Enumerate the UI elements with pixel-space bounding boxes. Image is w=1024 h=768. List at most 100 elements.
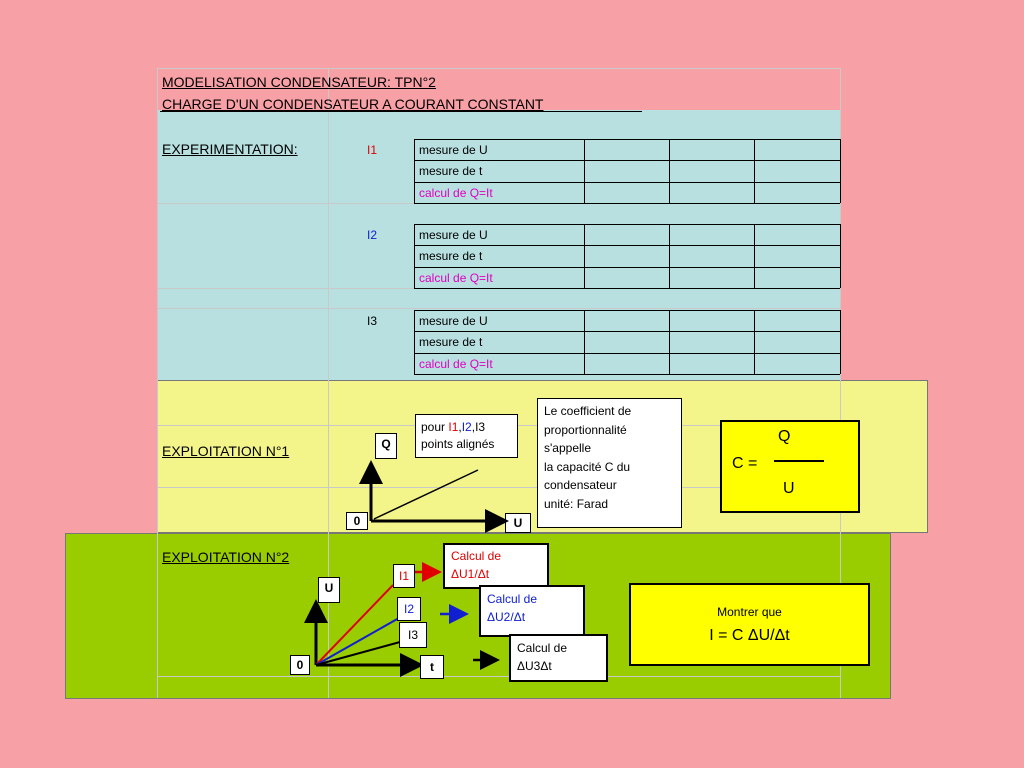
i2-label: I2 <box>403 602 414 616</box>
table-vline <box>414 224 415 288</box>
coef-line: s'appelle <box>544 441 591 455</box>
u-axis-label-box: U <box>505 513 531 533</box>
coef-line: proportionnalité <box>544 422 627 437</box>
calc-du1-box: Calcul de ΔU1/Δt <box>443 543 549 589</box>
grid-hline <box>157 487 840 488</box>
exploitation1-label: EXPLOITATION N°1 <box>162 443 290 459</box>
coefficient-note: Le coefficient de proportionnalité s'app… <box>537 398 682 528</box>
grid-vline <box>328 68 329 698</box>
aligned-points-note: pour I1,I2,I3 points alignés <box>415 414 518 458</box>
current-label: I1 <box>367 143 378 157</box>
calc-q-row-label: calcul de Q=It <box>419 357 493 371</box>
table-hline <box>414 267 840 268</box>
grid-vline <box>840 68 841 698</box>
table-hline <box>414 160 840 161</box>
table-hline <box>414 224 840 225</box>
measure-row-label: mesure de U <box>419 143 488 157</box>
current-label: I3 <box>367 314 378 328</box>
calc-du3-box: Calcul de ΔU3Δt <box>509 634 608 682</box>
coef-line: unité: Farad <box>544 496 609 511</box>
calc-du3-l2: ΔU3Δt <box>517 659 552 673</box>
grid-hline <box>157 308 840 309</box>
table-vline <box>754 139 755 203</box>
show-line1: Montrer que <box>717 605 782 619</box>
note-comma1: , <box>458 420 462 434</box>
formula-denominator: U <box>783 480 795 497</box>
table-hline <box>414 310 840 311</box>
table-vline <box>840 310 841 374</box>
table-vline <box>584 139 585 203</box>
table-vline <box>414 139 415 203</box>
table-hline <box>414 182 840 183</box>
table-hline <box>414 353 840 354</box>
i3-label: I3 <box>407 628 418 642</box>
current-label: I2 <box>367 228 378 242</box>
ut-u-axis-label: U <box>324 581 334 595</box>
note-aligned: points alignés <box>421 437 495 451</box>
qu-line <box>373 469 479 520</box>
measure-row-label: mesure de U <box>419 314 488 328</box>
experimentation-label: EXPERIMENTATION: <box>162 141 298 157</box>
table-vline <box>584 310 585 374</box>
exploitation2-label: EXPLOITATION N°2 <box>162 549 290 565</box>
i3-label-box: I3 <box>399 622 427 648</box>
calc-q-row-label: calcul de Q=It <box>419 271 493 285</box>
formula-c: C = <box>732 455 758 472</box>
origin2-label: 0 <box>296 658 304 672</box>
grid-hline <box>157 676 840 677</box>
table-vline <box>669 224 670 288</box>
calc-q-row-label: calcul de Q=It <box>419 186 493 200</box>
table-vline <box>754 310 755 374</box>
q-axis-label-box: Q <box>375 433 397 459</box>
note-i3: I3 <box>475 420 486 434</box>
title-line2: CHARGE D'UN CONDENSATEUR A COURANT CONST… <box>162 96 544 112</box>
capacity-formula-box: Q C = U <box>720 420 860 513</box>
note-comma2: , <box>471 420 476 434</box>
table-hline <box>414 288 840 289</box>
q-axis-label: Q <box>381 437 391 451</box>
calc-du2-l2: ΔU2/Δt <box>487 610 526 624</box>
table-hline <box>414 245 840 246</box>
origin2-label-box: 0 <box>290 655 310 675</box>
i2-label-box: I2 <box>397 597 421 621</box>
coef-line: la capacité C du <box>544 459 631 474</box>
i1-line <box>315 584 394 666</box>
table-vline <box>669 310 670 374</box>
table-hline <box>414 331 840 332</box>
table-hline <box>414 374 840 375</box>
calc-du2-l1: Calcul de <box>487 592 538 606</box>
measure-row-label: mesure de t <box>419 335 483 349</box>
table-vline <box>840 224 841 288</box>
calc-du1-l2: ΔU1/Δt <box>451 567 490 581</box>
ut-u-axis-label-box: U <box>318 577 340 603</box>
measure-row-label: mesure de t <box>419 164 483 178</box>
origin1-label: 0 <box>353 514 361 528</box>
fraction-bar <box>774 460 824 462</box>
calc-du2-box: Calcul de ΔU2/Δt <box>479 585 585 637</box>
title-line1: MODELISATION CONDENSATEUR: TPN°2 <box>162 74 436 90</box>
table-vline <box>754 224 755 288</box>
coef-line: condensateur <box>544 478 617 492</box>
origin1-label-box: 0 <box>346 512 368 530</box>
i1-label: I1 <box>398 569 409 583</box>
show-line2: I = C ΔU/Δt <box>709 627 790 644</box>
table-hline <box>414 203 840 204</box>
calc-du1-l1: Calcul de <box>451 549 502 563</box>
note-i2: I2 <box>461 420 472 434</box>
table-vline <box>669 139 670 203</box>
grid-vline <box>157 68 158 698</box>
i1-label-box: I1 <box>393 564 415 588</box>
table-vline <box>584 224 585 288</box>
table-hline <box>414 139 840 140</box>
u-axis-label: U <box>513 516 523 530</box>
title-underline <box>160 111 642 112</box>
i3-line <box>315 641 401 666</box>
table-vline <box>840 139 841 203</box>
grid-hline <box>157 68 840 69</box>
i2-line <box>315 617 400 666</box>
table-vline <box>414 310 415 374</box>
measure-row-label: mesure de t <box>419 249 483 263</box>
formula-numerator: Q <box>778 428 791 445</box>
ut-t-axis-label: t <box>430 660 434 674</box>
